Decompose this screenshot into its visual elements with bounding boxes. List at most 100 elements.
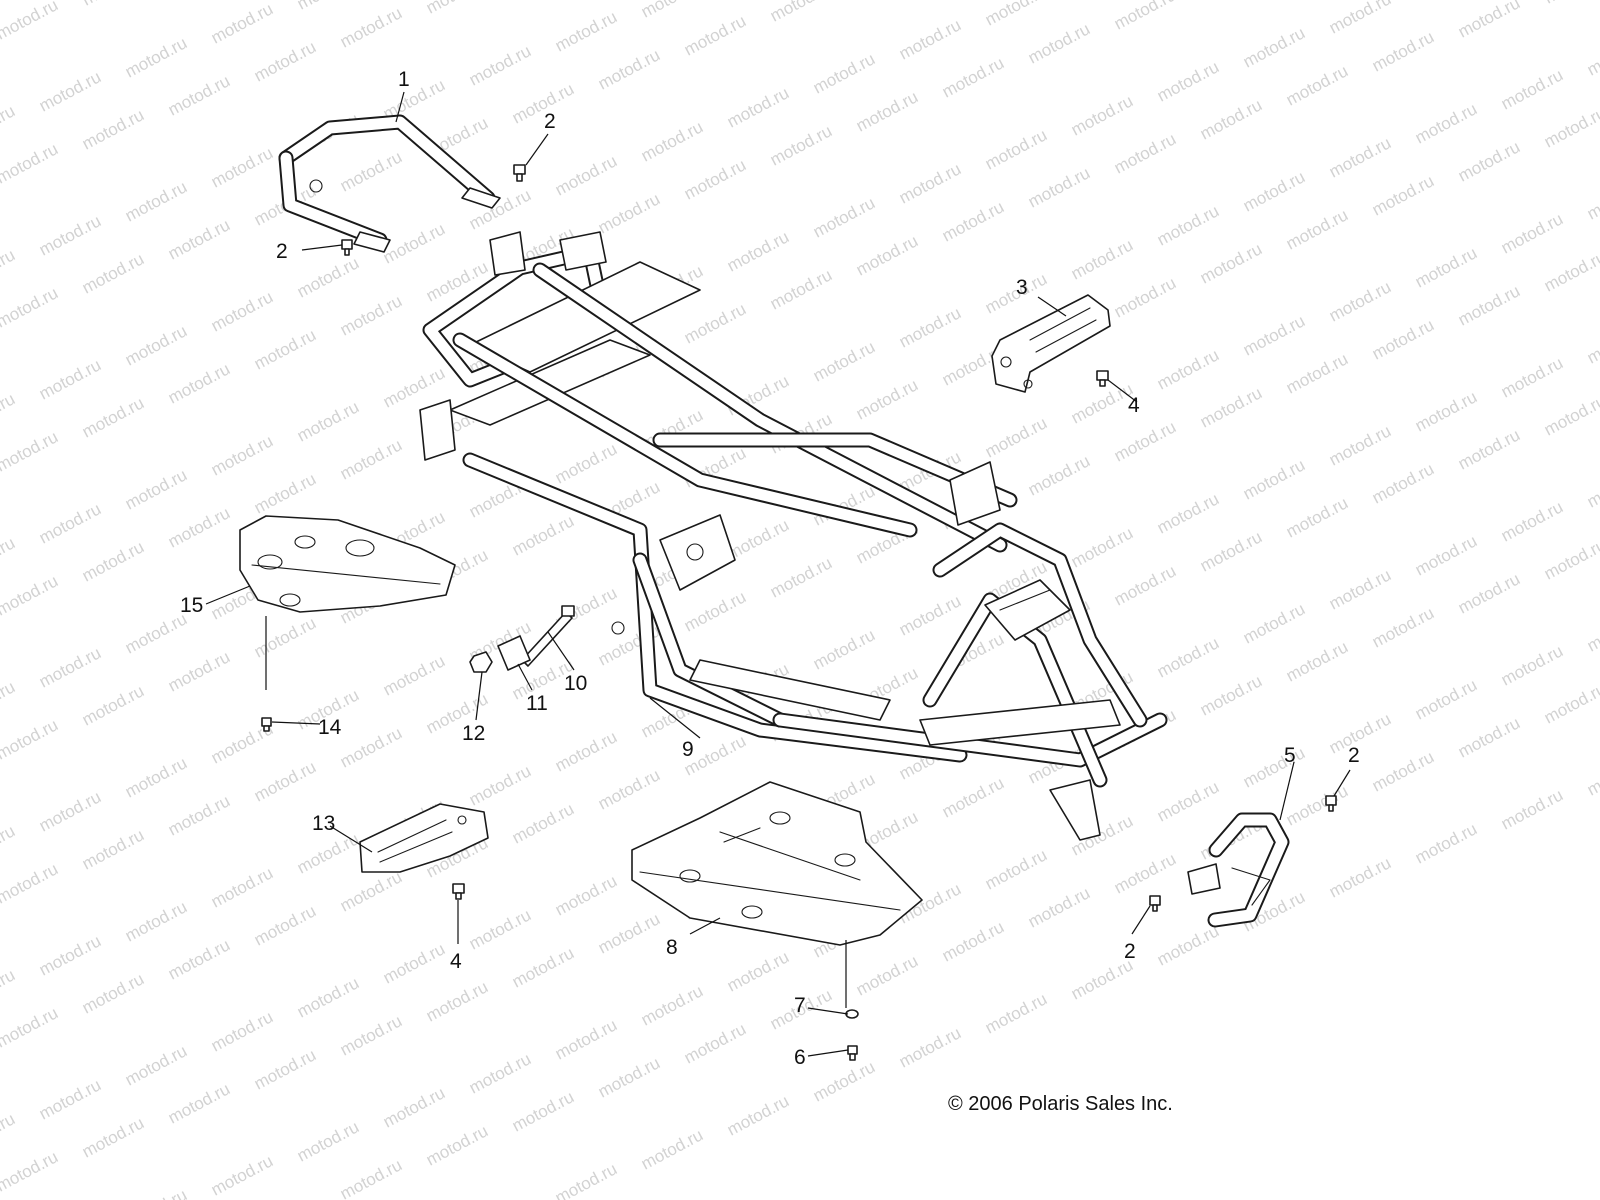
- copyright-text: © 2006 Polaris Sales Inc.: [948, 1093, 1173, 1115]
- watermark-text: motod.ru: [79, 0, 147, 10]
- watermark-text: motod.ru: [1283, 781, 1351, 829]
- watermark-text: motod.ru: [638, 117, 706, 165]
- watermark-text: motod.ru: [36, 211, 104, 259]
- callout-label: 10: [564, 672, 587, 695]
- part-bolt-left: [341, 239, 353, 256]
- watermark-text: motod.ru: [1584, 751, 1600, 799]
- leader-lines: [205, 91, 1351, 1057]
- watermark-text: motod.ru: [939, 773, 1007, 821]
- watermark-text: motod.ru: [1541, 103, 1600, 151]
- watermark-text: motod.ru: [0, 1003, 61, 1051]
- watermark-text: motod.ru: [251, 1045, 319, 1093]
- watermark-text: motod.ru: [1412, 675, 1480, 723]
- watermark-text: motod.ru: [724, 83, 792, 131]
- watermark-text: motod.ru: [896, 303, 964, 351]
- watermark-text: motod.ru: [1197, 671, 1265, 719]
- watermark-text: motod.ru: [638, 981, 706, 1029]
- watermark-text: motod.ru: [0, 0, 61, 44]
- callout-label: 2: [544, 110, 556, 133]
- watermark-text: motod.ru: [1197, 95, 1265, 143]
- watermark-text: motod.ru: [1412, 819, 1480, 867]
- watermark-text: motod.ru: [982, 989, 1050, 1037]
- watermark-text: motod.ru: [337, 867, 405, 915]
- watermark-text: motod.ru: [1025, 883, 1093, 931]
- watermark-text: motod.ru: [896, 591, 964, 639]
- watermark-text: motod.ru: [337, 723, 405, 771]
- watermark-text: motod.ru: [294, 397, 362, 445]
- watermark-text: motod.ru: [1455, 569, 1523, 617]
- watermark-text: motod.ru: [767, 121, 835, 169]
- watermark-text: motod.ru: [1240, 743, 1308, 791]
- part-bushing: [497, 635, 531, 671]
- watermark-text: motod.ru: [1498, 65, 1566, 113]
- watermark-text: motod.ru: [1498, 209, 1566, 257]
- callout-label: 9: [682, 738, 694, 761]
- watermark-text: motod.ru: [165, 503, 233, 551]
- watermark-text: motod.ru: [509, 943, 577, 991]
- callout-label: 3: [1016, 276, 1028, 299]
- watermark-text: motod.ru: [595, 45, 663, 93]
- watermark-text: motod.ru: [1584, 31, 1600, 79]
- watermark-text: motod.ru: [0, 101, 18, 149]
- callout-label: 13: [312, 812, 335, 835]
- watermark-text: motod.ru: [0, 245, 18, 293]
- watermark-text: motod.ru: [0, 283, 61, 331]
- watermark-text: motod.ru: [337, 291, 405, 339]
- watermark-text: motod.ru: [208, 431, 276, 479]
- watermark-text: motod.ru: [0, 821, 18, 869]
- watermark-text: motod.ru: [1154, 57, 1222, 105]
- part-bracket-left: [359, 803, 489, 873]
- watermark-text: motod.ru: [79, 249, 147, 297]
- part-bolt-6: [847, 1045, 858, 1061]
- watermark-text: motod.ru: [1541, 0, 1600, 8]
- watermark-text: motod.ru: [165, 647, 233, 695]
- watermark-text: motod.ru: [337, 147, 405, 195]
- watermark-text: motod.ru: [294, 829, 362, 877]
- watermark-text: motod.ru: [208, 0, 276, 48]
- watermark-text: motod.ru: [1154, 633, 1222, 681]
- watermark-text: motod.ru: [1541, 679, 1600, 727]
- watermark-text: motod.ru: [681, 155, 749, 203]
- watermark-text: motod.ru: [1455, 713, 1523, 761]
- watermark-text: motod.ru: [0, 389, 18, 437]
- watermark-text: motod.ru: [1455, 0, 1523, 42]
- watermark-text: motod.ru: [36, 931, 104, 979]
- watermark-text: motod.ru: [1154, 777, 1222, 825]
- watermark-text: motod.ru: [251, 469, 319, 517]
- callout-label: 4: [1128, 394, 1140, 417]
- watermark-text: motod.ru: [1197, 239, 1265, 287]
- callout-label: 6: [794, 1046, 806, 1069]
- watermark-text: motod.ru: [466, 761, 534, 809]
- watermark-text: motod.ru: [1240, 167, 1308, 215]
- watermark-text: motod.ru: [79, 1113, 147, 1161]
- callout-label: 7: [794, 994, 806, 1017]
- watermark-text: motod.ru: [208, 287, 276, 335]
- watermark-text: motod.ru: [552, 1159, 620, 1200]
- watermark-text: motod.ru: [165, 935, 233, 983]
- watermark-text: motod.ru: [1154, 921, 1222, 969]
- watermark-text: motod.ru: [1283, 349, 1351, 397]
- watermark-text: motod.ru: [1498, 497, 1566, 545]
- watermark-text: motod.ru: [1455, 137, 1523, 185]
- watermark-text: motod.ru: [939, 53, 1007, 101]
- watermark-text: motod.ru: [1369, 459, 1437, 507]
- watermark-text: motod.ru: [294, 1117, 362, 1165]
- watermark-text: motod.ru: [939, 197, 1007, 245]
- watermark-text: motod.ru: [251, 613, 319, 661]
- watermark-text: motod.ru: [1283, 61, 1351, 109]
- callout-label: 5: [1284, 744, 1296, 767]
- watermark-text: motod.ru: [380, 219, 448, 267]
- watermark-text: motod.ru: [251, 325, 319, 373]
- watermark-text: motod.ru: [1326, 709, 1394, 757]
- watermark-text: motod.ru: [853, 87, 921, 135]
- watermark-text: motod.ru: [380, 1083, 448, 1131]
- callout-label: 4: [450, 950, 462, 973]
- callout-label: 14: [318, 716, 342, 739]
- part-bolt-4-bottom: [452, 883, 465, 900]
- watermark-text: motod.ru: [552, 727, 620, 775]
- watermark-text: motod.ru: [36, 1075, 104, 1123]
- watermark-text: motod.ru: [0, 715, 61, 763]
- watermark-text: motod.ru: [1025, 19, 1093, 67]
- watermark-text: motod.ru: [724, 947, 792, 995]
